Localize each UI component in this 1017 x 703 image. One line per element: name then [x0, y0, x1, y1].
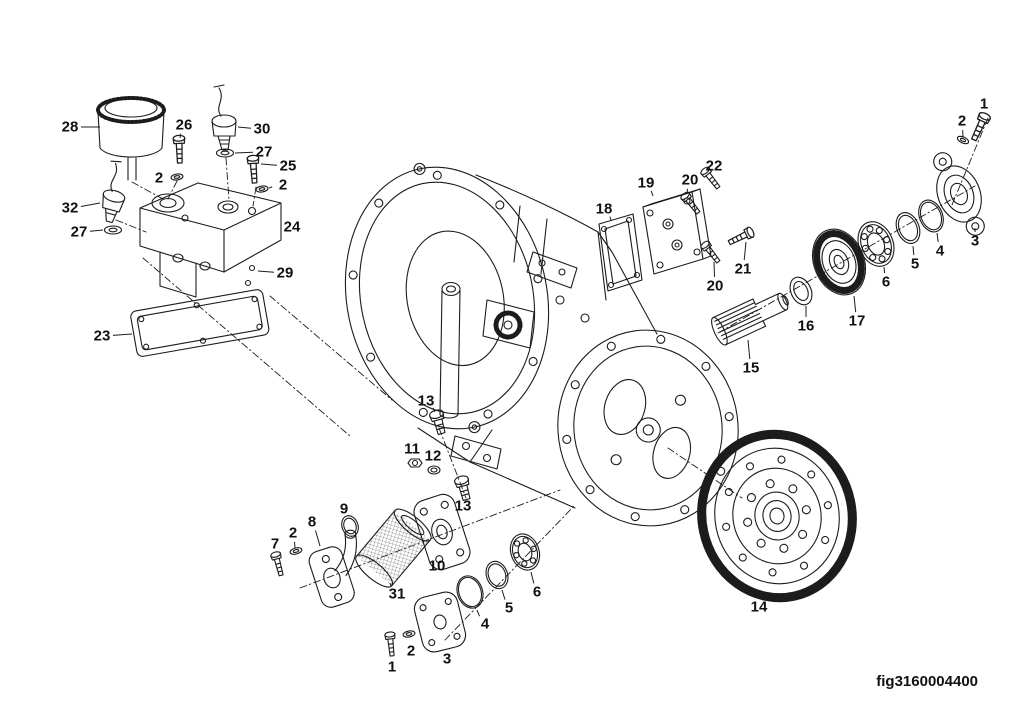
bell-housing	[344, 162, 550, 434]
temp-sensor-32	[102, 160, 126, 224]
construction-lines	[115, 117, 989, 641]
bearing-6-right	[857, 221, 895, 267]
washer-2-b	[255, 184, 269, 194]
elbow-flange-8	[308, 529, 357, 608]
o-ring-5-bottom	[485, 560, 509, 590]
leader-lines	[80, 126, 976, 617]
washer-2-a	[170, 172, 184, 182]
gasket-23	[130, 289, 270, 357]
fitting-13-lower	[453, 473, 474, 502]
cover-plate-19	[642, 188, 712, 275]
strainer-cover-10	[413, 493, 471, 571]
rear-flange	[557, 329, 739, 527]
o-ring-9	[341, 515, 359, 537]
bolt-22	[699, 165, 723, 192]
ring-4-right	[918, 199, 944, 233]
pinion-shaft-15	[711, 292, 789, 346]
bolt-1-bottom	[384, 630, 398, 657]
figure-id: fig3160004400	[876, 673, 978, 690]
oil-filter	[96, 96, 166, 181]
pressure-sensor-30	[211, 84, 237, 151]
bolt-21	[726, 225, 756, 249]
plug-29-a	[248, 264, 256, 272]
bolt-25	[246, 154, 261, 184]
washer-27-left	[103, 225, 123, 235]
plug-29-b	[244, 279, 252, 287]
suction-strainer-31	[355, 508, 432, 588]
bolt-20-upper	[679, 190, 703, 217]
bearing-flange-3-right	[933, 152, 985, 236]
bottom-cover-3	[413, 591, 467, 653]
o-ring-4-bottom	[456, 575, 484, 609]
gearbox-housing	[417, 174, 658, 509]
bearing-6-bottom	[509, 533, 541, 571]
bolt-20-lower	[699, 239, 723, 266]
ring-gear-14	[697, 429, 857, 603]
bolt-7	[269, 550, 287, 578]
ring-16	[789, 276, 813, 306]
washer-2-bl	[288, 545, 304, 557]
washer-12	[427, 465, 441, 475]
gasket-18	[598, 213, 643, 292]
nut-11	[407, 458, 423, 468]
snap-ring-5-right	[895, 212, 921, 244]
valve-block	[139, 182, 282, 298]
washer-2-bottom	[402, 629, 416, 639]
bevel-gear-17	[812, 228, 866, 296]
bolt-26	[172, 134, 187, 164]
